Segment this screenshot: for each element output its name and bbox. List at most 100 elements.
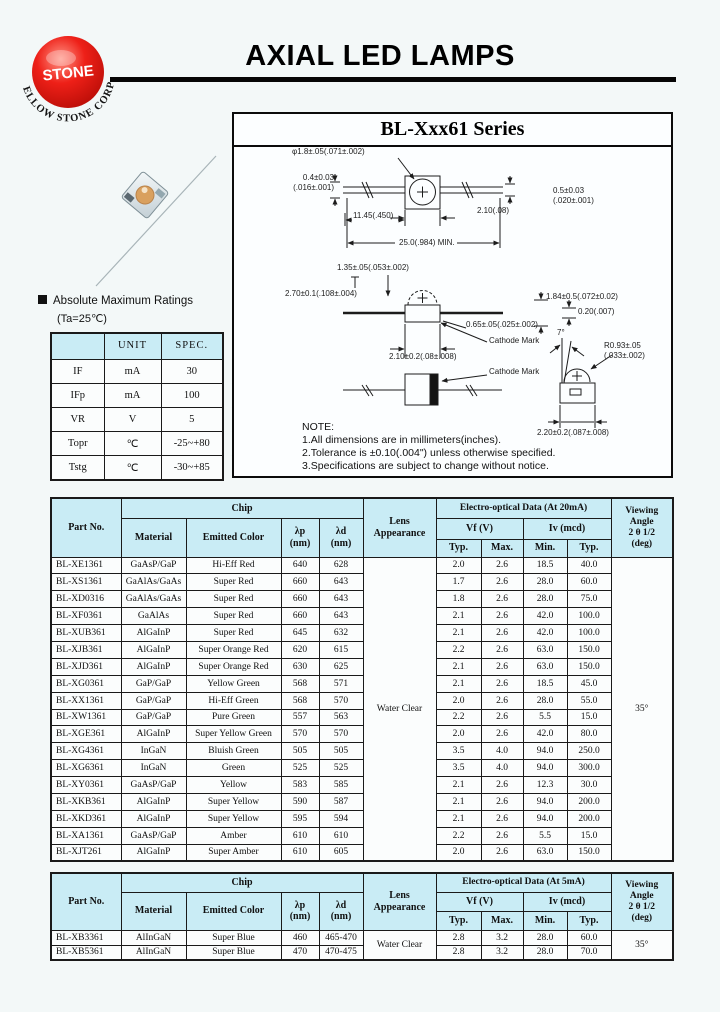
col-iv-min: Min.: [522, 910, 568, 931]
cell: 63.0: [522, 843, 568, 862]
cell: 1.8: [435, 590, 482, 609]
led-lead-wire: [95, 155, 217, 287]
part-number-cell: BL-XD0316: [50, 590, 122, 609]
cell: 615: [318, 640, 364, 659]
part-number-cell: BL-XX1361: [50, 691, 122, 710]
part-number-cell: BL-XE1361: [50, 556, 122, 575]
part-number-cell: BL-XW1361: [50, 708, 122, 727]
col-lambda-p: λp (nm): [280, 517, 320, 558]
dim-label: 0.20(.007): [578, 307, 615, 316]
lens-appearance-cell: Water Clear: [362, 556, 437, 862]
cell: 94.0: [522, 759, 568, 778]
part-number-cell: BL-XY0361: [50, 776, 122, 794]
ratings-heading: Absolute Maximum Ratings: [38, 295, 193, 307]
ratings-condition: (Ta=25℃): [57, 313, 107, 325]
cell: 632: [318, 624, 364, 642]
cell: 2.6: [480, 674, 524, 693]
col-part-no: Part No.: [50, 497, 122, 558]
dim-label: 25.0(.984) MIN.: [397, 238, 457, 248]
dim-label: 2.10(.08): [477, 206, 510, 215]
part-number-cell: BL-XG4361: [50, 742, 122, 761]
part-number-cell: BL-XKD361: [50, 809, 122, 828]
cell: 2.2: [435, 708, 482, 727]
cell: Yellow: [185, 776, 282, 794]
cell: Green: [185, 759, 282, 778]
cell: 18.5: [522, 674, 568, 693]
dim-label: 2.10±0.2(.08±.008): [389, 352, 457, 361]
cell: 525: [318, 759, 364, 778]
cell: 470: [280, 944, 320, 961]
note-block: NOTE: 1.All dimensions are in millimeter…: [302, 421, 555, 473]
part-number-cell: BL-XUB361: [50, 624, 122, 642]
cell: Amber: [185, 826, 282, 845]
cell: 570: [280, 725, 320, 744]
cell: 643: [318, 573, 364, 592]
cell: 2.6: [480, 573, 524, 592]
col-vf-typ: Typ.: [435, 538, 482, 558]
cell: Super Red: [185, 607, 282, 626]
cell: 2.6: [480, 640, 524, 659]
ratings-spec-cell: 5: [160, 407, 224, 432]
cell: 2.6: [480, 725, 524, 744]
cell: AlGaInP: [120, 809, 187, 828]
cell: 2.1: [435, 657, 482, 676]
cell: 590: [280, 792, 320, 811]
cell: 30.0: [566, 776, 612, 794]
cell: AlGaInP: [120, 624, 187, 642]
col-emitted-color: Emitted Color: [185, 891, 282, 931]
cell: 643: [318, 590, 364, 609]
cell: 60.0: [566, 929, 612, 946]
cell: 15.0: [566, 826, 612, 845]
dim-label: R0.93±.05 (.033±.002): [604, 341, 645, 360]
cell: InGaN: [120, 742, 187, 761]
cell: 630: [280, 657, 320, 676]
cell: 2.6: [480, 657, 524, 676]
ratings-spec-cell: 100: [160, 383, 224, 408]
cell: 557: [280, 708, 320, 727]
part-number-cell: BL-XA1361: [50, 826, 122, 845]
cell: AlGaInP: [120, 640, 187, 659]
series-drawing-box: BL-Xxx61 Series: [232, 112, 673, 478]
cell: 505: [280, 742, 320, 761]
cell: GaP/GaP: [120, 691, 187, 710]
eo-table-20ma: Part No. Chip Lens Appearance Electro-op…: [50, 497, 674, 863]
cell: 42.0: [522, 607, 568, 626]
cell: 2.6: [480, 556, 524, 575]
cell: AlGaInP: [120, 657, 187, 676]
ratings-unit-cell: ℃: [103, 431, 162, 456]
cell: GaAsP/GaP: [120, 776, 187, 794]
ratings-param-cell: Tstg: [50, 455, 105, 481]
cell: 610: [280, 826, 320, 845]
cell: 45.0: [566, 674, 612, 693]
col-group-eo-data: Electro-optical Data (At 20mA): [435, 497, 612, 519]
cell: 55.0: [566, 691, 612, 710]
part-number-cell: BL-XKB361: [50, 792, 122, 811]
cell: 5.5: [522, 708, 568, 727]
logo-circle: [32, 36, 104, 108]
cell: GaP/GaP: [120, 674, 187, 693]
cell: 15.0: [566, 708, 612, 727]
part-number-cell: BL-XJT261: [50, 843, 122, 862]
cell: GaAlAs/GaAs: [120, 590, 187, 609]
cell: 594: [318, 809, 364, 828]
cell: 625: [318, 657, 364, 676]
cell: AlGaInP: [120, 843, 187, 862]
cell: 645: [280, 624, 320, 642]
cell: 660: [280, 573, 320, 592]
cell: 100.0: [566, 624, 612, 642]
note-line: 3.Specifications are subject to change w…: [302, 460, 549, 472]
col-group-chip: Chip: [120, 872, 364, 893]
col-lambda-d: λd (nm): [318, 517, 364, 558]
cell: 3.5: [435, 759, 482, 778]
cell: 2.0: [435, 691, 482, 710]
col-iv-typ: Typ.: [566, 910, 612, 931]
ratings-unit-cell: V: [103, 407, 162, 432]
col-group-iv: Iv (mcd): [522, 891, 612, 912]
cell: 465-470: [318, 929, 364, 946]
